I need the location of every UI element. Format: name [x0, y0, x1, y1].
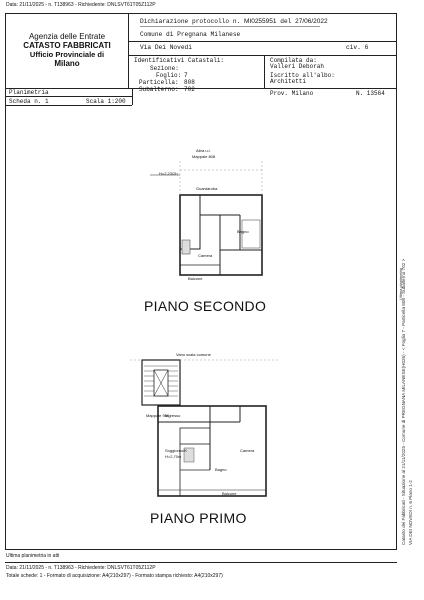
vano-scala-label: Vano scala comune: [176, 352, 211, 357]
civico-label: civ. 6: [346, 44, 369, 51]
scheda-label: Scheda n. 1: [9, 98, 49, 105]
mappale-950-label: Mappale 950: [146, 413, 170, 418]
foglio-label: Foglio:: [156, 72, 182, 79]
altra-ui-top-label: Altra u.i.: [196, 148, 211, 153]
document-frame: [5, 13, 397, 550]
ingresso-label: Ingresso: [165, 413, 181, 418]
piano-secondo-plan: [150, 160, 263, 276]
via-label: Via Dei Novedi: [140, 44, 192, 51]
subalterno-value: 702: [184, 86, 195, 93]
prov-number: N. 13564: [356, 90, 385, 97]
h-label-primo: H=2,70m: [165, 454, 182, 459]
camera-label: Camera: [198, 253, 213, 258]
header-divider: [128, 55, 396, 56]
footer-request-line: Data: 21/11/2025 - n. T138963 - Richiede…: [6, 565, 156, 571]
planimetria-label: Planimetria: [9, 89, 49, 96]
piano-primo-plan: [130, 359, 280, 497]
sidebar-situazione-text: Catasto dei Fabbricati - Situazione al 2…: [401, 258, 406, 545]
sidebar-stamp: Ultima planimetria: [398, 267, 403, 300]
balcone-label: Balcone: [188, 276, 203, 281]
prov-label: Prov. Milano: [270, 90, 314, 97]
protocol-number: MI0255951: [243, 18, 277, 25]
iscritto-label: Iscritto all'albo:: [270, 72, 335, 79]
ufficio-label: Ufficio Provinciale di: [29, 50, 105, 59]
foglio-value: 7: [184, 72, 188, 79]
bagno-primo-label: Bagno: [215, 467, 227, 472]
mappale-808-top-label: Mappale 808: [192, 154, 216, 159]
protocol-date: 27/06/2022: [295, 18, 328, 25]
sezione-label: Sezione:: [150, 65, 179, 72]
footer-format-line: Totale schede: 1 - Formato di acquisizio…: [6, 573, 223, 579]
compilata-label: Compilata da:: [270, 57, 317, 64]
protocol-label: Dichiarazione protocollo n.: [140, 18, 241, 25]
footer-ultima: Ultima planimetria in atti: [6, 553, 60, 559]
header-divider: [264, 55, 265, 88]
bagno-label: Bagno: [237, 229, 249, 234]
header-divider: [132, 88, 133, 105]
soggiorno-label: Soggiorno/K: [165, 448, 188, 453]
agency-name: Agenzia delle Entrate: [28, 32, 106, 41]
camera-primo-label: Camera: [240, 448, 255, 453]
header-divider: [6, 88, 396, 89]
particella-label: Particella:: [139, 79, 179, 86]
ident-title: Identificativi Catastali:: [134, 57, 225, 64]
comune-label: Comune di Pregnana Milanese: [140, 31, 241, 38]
subalterno-label: Subalterno:: [139, 86, 179, 93]
guardaroba-label: Guardaroba: [196, 186, 218, 191]
header-divider: [6, 96, 132, 97]
province-name: Milano: [54, 59, 80, 68]
footer-divider: [5, 562, 397, 563]
compilata-value: Valleri Deborah: [270, 63, 325, 70]
floor-title-secondo: PIANO SECONDO: [144, 298, 267, 314]
balcone-primo-label: Balcone: [222, 491, 237, 496]
protocol-del: del: [280, 18, 292, 25]
top-request-line: Data: 21/11/2025 - n. T138963 - Richiede…: [6, 2, 156, 8]
scala-label: Scala 1:200: [86, 98, 126, 105]
iscritto-value: Architetti: [270, 78, 307, 85]
sidebar-address-text: VIA DEI NOVEDI n. 6 Piano 1-2: [408, 480, 413, 545]
header-divider: [6, 105, 132, 106]
catasto-title: CATASTO FABBRICATI: [23, 41, 111, 50]
agency-block: Agenzia delle Entrate CATASTO FABBRICATI…: [6, 14, 129, 88]
protocol-underline: [140, 26, 320, 27]
particella-value: 808: [184, 79, 195, 86]
h-label-secondo: H=2,23/2h: [159, 171, 178, 176]
header-divider: [128, 41, 396, 42]
floor-title-primo: PIANO PRIMO: [150, 510, 247, 526]
protocol-row: Dichiarazione protocollo n. MI0255951 de…: [140, 18, 328, 25]
